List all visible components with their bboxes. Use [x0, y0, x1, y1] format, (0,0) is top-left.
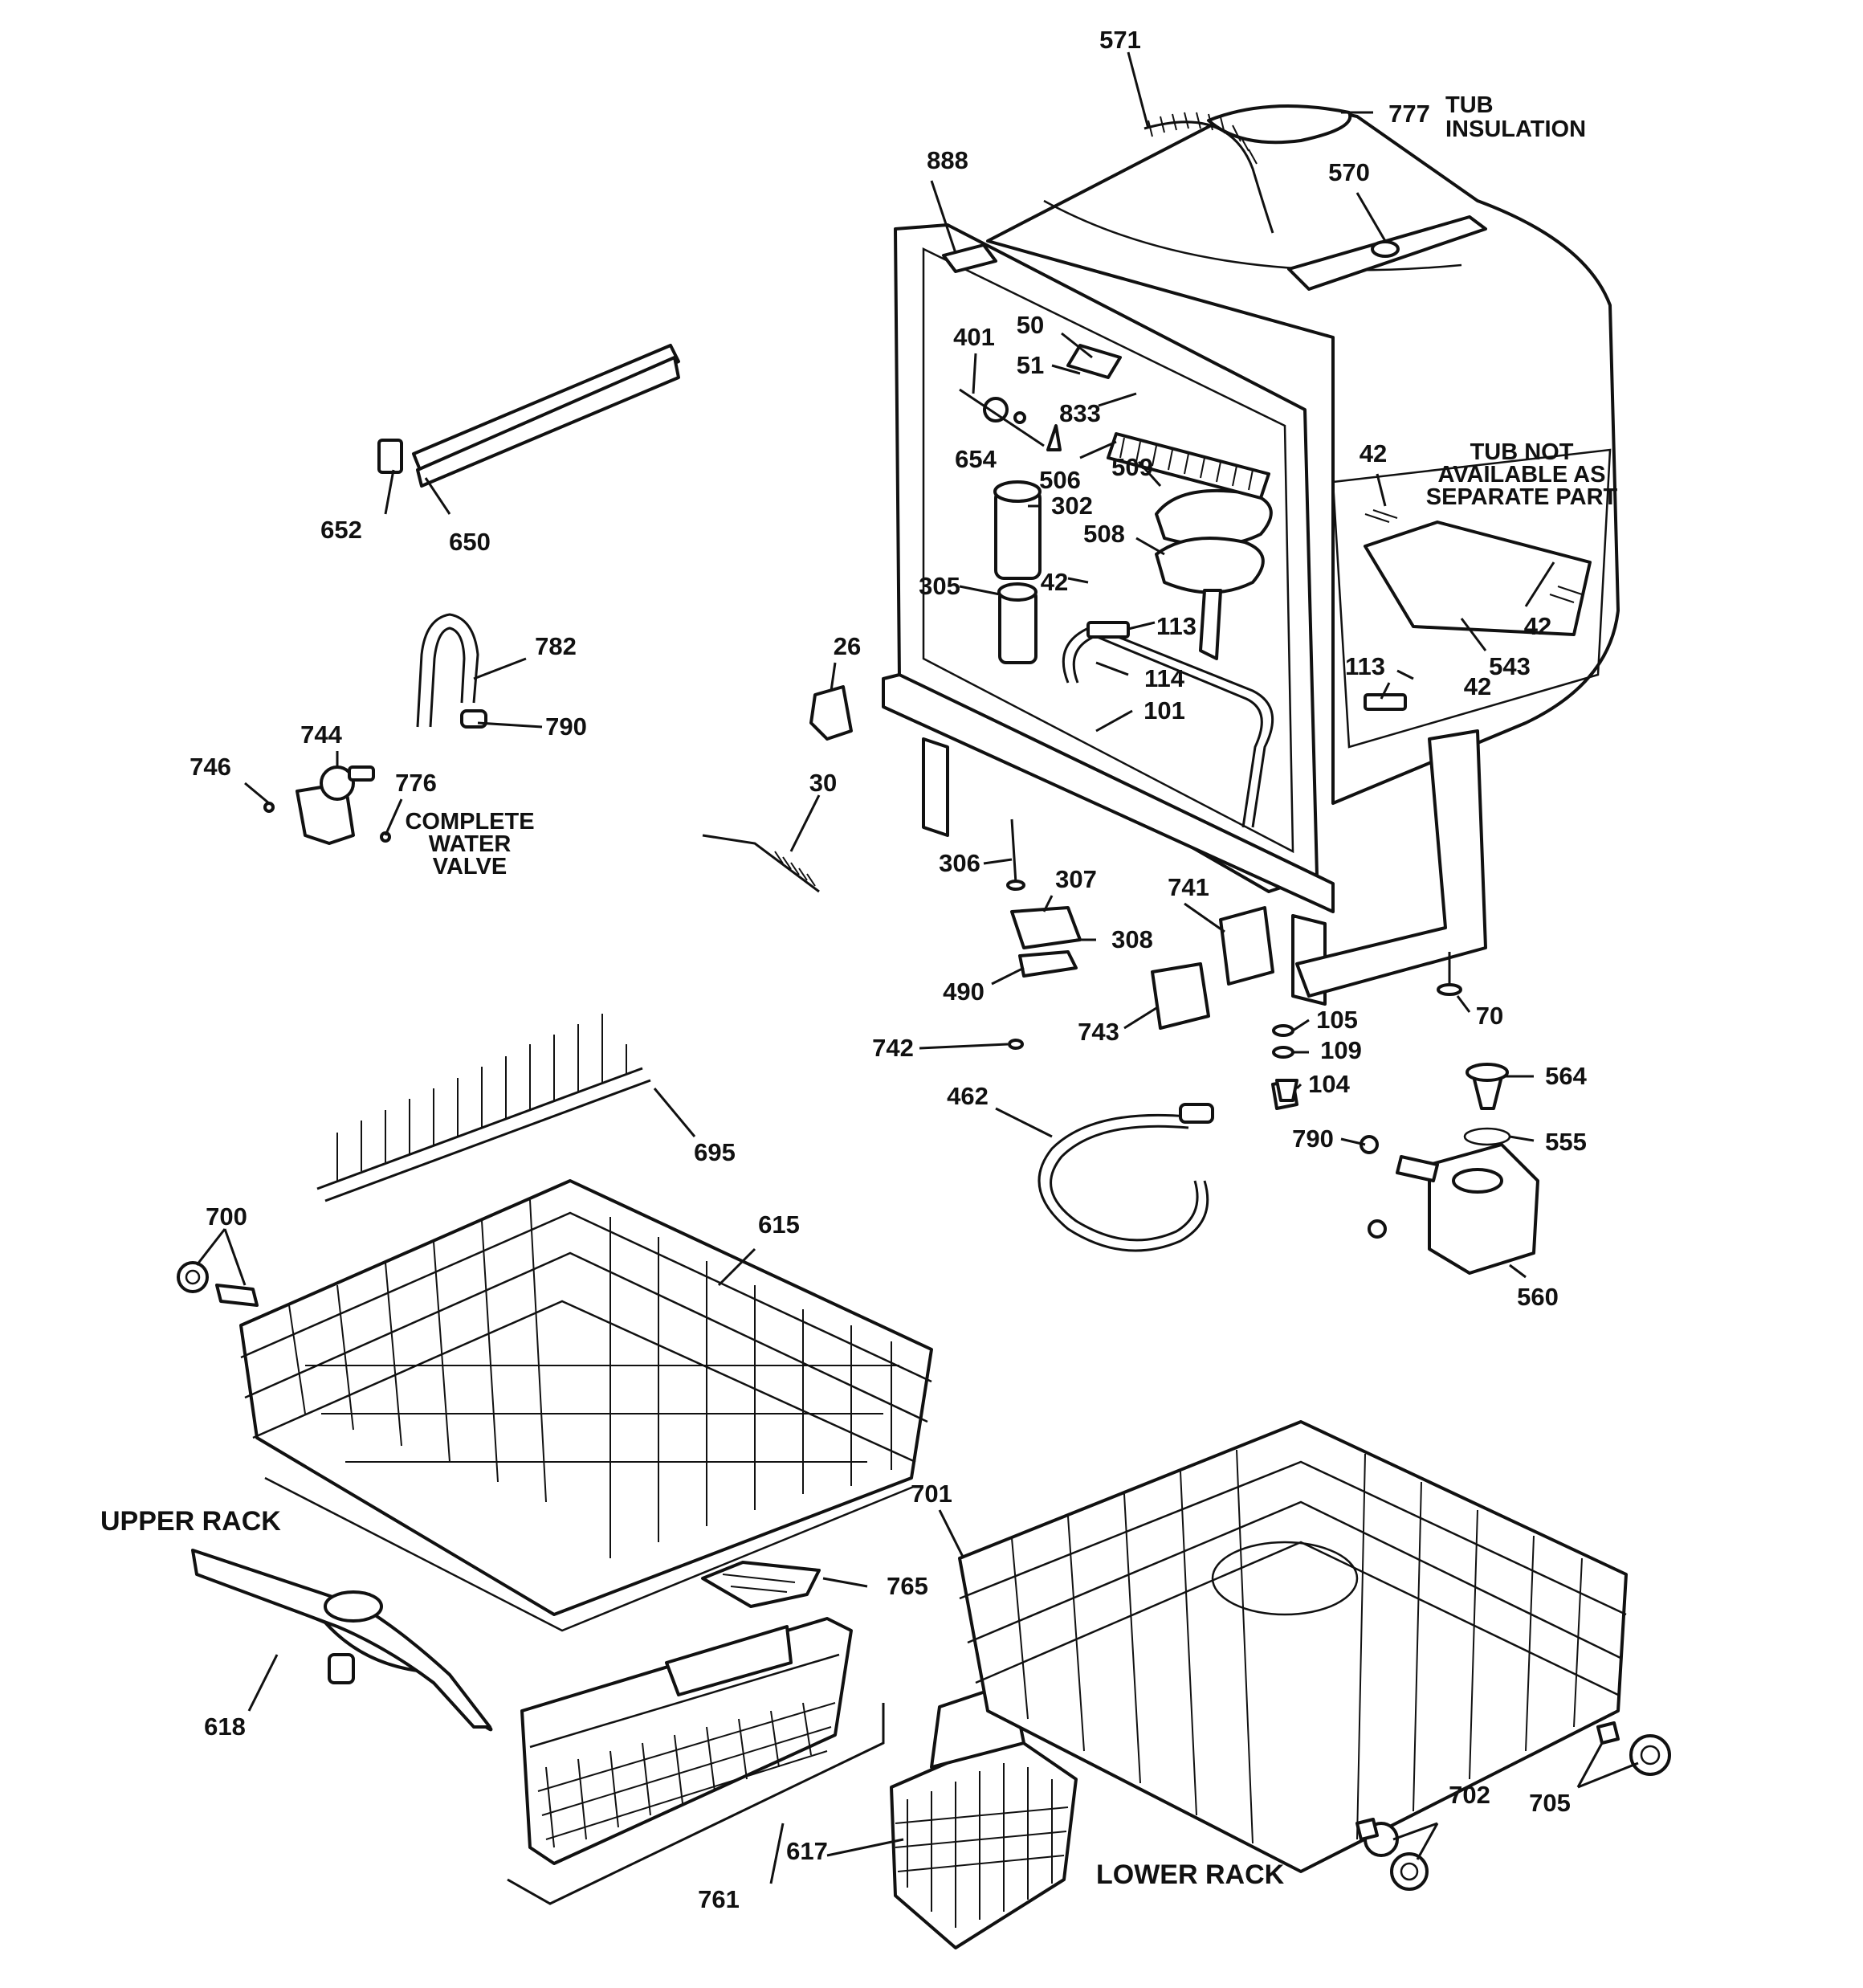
callout-306: 306: [939, 849, 980, 877]
note-tub-insulation-line1: TUB: [1445, 92, 1494, 118]
callout-462: 462: [947, 1082, 989, 1110]
note-tub-not-available-line2: AVAILABLE AS: [1438, 462, 1606, 488]
callout-42-upper-right: 42: [1360, 439, 1387, 467]
callout-765: 765: [887, 1572, 928, 1600]
callout-490: 490: [943, 978, 984, 1006]
water-valve-assembly: [263, 613, 487, 845]
silverware-basket: [507, 1617, 885, 1905]
callout-570: 570: [1328, 158, 1370, 186]
callout-615: 615: [758, 1210, 800, 1239]
callout-101: 101: [1143, 696, 1185, 725]
callout-617: 617: [786, 1837, 828, 1865]
callout-105: 105: [1316, 1006, 1358, 1034]
note-water-valve-line2: WATER: [429, 831, 512, 857]
leader-lines: [195, 51, 1639, 1884]
section-lower-rack: LOWER RACK: [1096, 1859, 1285, 1890]
callout-509: 509: [1111, 453, 1153, 481]
door-gasket: [377, 344, 680, 488]
callout-654: 654: [955, 445, 997, 473]
callout-543: 543: [1489, 652, 1531, 680]
callout-42-center: 42: [1041, 568, 1068, 596]
callout-560: 560: [1517, 1283, 1559, 1311]
callout-114: 114: [1144, 664, 1185, 692]
callout-650: 650: [449, 528, 491, 556]
callout-555: 555: [1545, 1128, 1587, 1156]
callout-790-valve: 790: [545, 712, 587, 741]
callout-744: 744: [300, 720, 342, 749]
lower-rack-drawing: [958, 1420, 1671, 1891]
note-tub-insulation-line2: INSULATION: [1445, 116, 1586, 142]
callout-30: 30: [809, 769, 837, 797]
callout-51: 51: [1017, 351, 1044, 379]
callout-777: 777: [1388, 100, 1430, 128]
callout-50: 50: [1017, 311, 1044, 339]
notes: TUB INSULATION TUB NOT AVAILABLE AS SEPA…: [405, 92, 1617, 880]
callout-782: 782: [535, 632, 577, 660]
spray-arm: [191, 1549, 493, 1732]
callout-42-right: 42: [1524, 612, 1551, 640]
callout-790-pump: 790: [1292, 1125, 1334, 1153]
callout-652: 652: [320, 516, 362, 544]
callout-702: 702: [1449, 1781, 1490, 1809]
callout-741: 741: [1168, 873, 1209, 901]
callout-695: 695: [694, 1138, 736, 1166]
callout-761: 761: [698, 1885, 740, 1913]
section-labels: UPPER RACK LOWER RACK: [100, 1506, 1285, 1890]
callout-743: 743: [1078, 1018, 1119, 1046]
section-upper-rack: UPPER RACK: [100, 1506, 281, 1537]
note-tub-not-available-line3: SEPARATE PART: [1426, 484, 1618, 510]
callout-26: 26: [834, 632, 861, 660]
small-item-basket-cover: [701, 1561, 821, 1608]
callout-833: 833: [1059, 399, 1101, 427]
callout-564: 564: [1545, 1062, 1587, 1090]
callout-508: 508: [1083, 520, 1125, 548]
callout-302: 302: [1051, 492, 1093, 520]
note-tub-not-available-line1: TUB NOT: [1470, 439, 1574, 465]
callout-104: 104: [1308, 1070, 1350, 1098]
small-silverware-basket: [890, 1681, 1078, 1949]
note-water-valve-line3: VALVE: [433, 854, 507, 880]
callout-307: 307: [1055, 865, 1097, 893]
callout-705: 705: [1529, 1789, 1571, 1817]
drain-hose: [1037, 1103, 1214, 1252]
callout-109: 109: [1320, 1036, 1362, 1064]
callout-700: 700: [206, 1202, 247, 1231]
callout-776: 776: [395, 769, 437, 797]
callout-746: 746: [190, 753, 231, 781]
switch-components: [1008, 906, 1298, 1110]
callout-742: 742: [872, 1034, 914, 1062]
callout-numbers: 571 777 888 570 50 401 51 833 654 506 30…: [190, 26, 1587, 1913]
callout-618: 618: [204, 1712, 246, 1741]
upper-rack-drawing: [177, 1014, 933, 1632]
callout-701: 701: [911, 1480, 952, 1508]
note-water-valve-line1: COMPLETE: [405, 809, 534, 835]
callout-888: 888: [927, 146, 968, 174]
drain-pump-assembly: [1275, 1063, 1539, 1275]
callout-70: 70: [1476, 1002, 1503, 1030]
callout-571: 571: [1099, 26, 1141, 54]
callout-401: 401: [953, 323, 995, 351]
callout-308: 308: [1111, 925, 1153, 953]
callout-113-center: 113: [1156, 612, 1196, 640]
door-hardware: [702, 685, 853, 893]
callout-113-right: 113: [1345, 652, 1385, 680]
tub-assembly: [882, 104, 1620, 1006]
callout-305: 305: [919, 572, 960, 600]
callout-42-lower-right: 42: [1464, 672, 1491, 700]
callout-506: 506: [1039, 466, 1081, 494]
